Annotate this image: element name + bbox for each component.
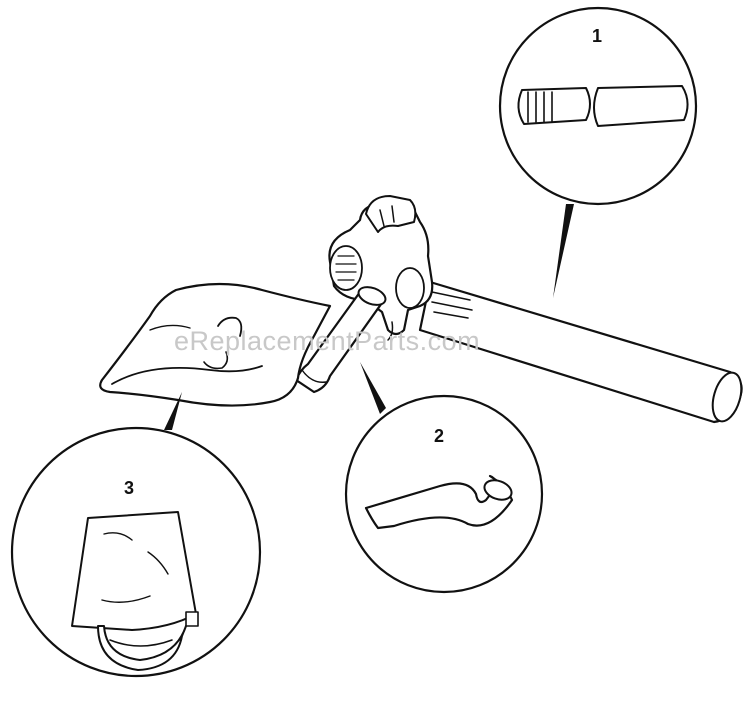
callout-number-2: 2 [434, 426, 444, 446]
collection-bag-part [71, 511, 199, 671]
callout-2: 2 [344, 362, 544, 594]
elbow-tube-part [364, 474, 514, 530]
callout-number-3: 3 [124, 478, 134, 498]
callout-1: 1 [498, 6, 698, 298]
tube-extension-part [517, 85, 689, 127]
watermark-text: eReplacementParts.com [174, 326, 480, 356]
elbow-tube [294, 286, 387, 394]
callout-number-1: 1 [592, 26, 602, 46]
blower-motor-housing [328, 195, 434, 341]
callout-3: 3 [10, 392, 262, 678]
blower-tube [418, 280, 743, 424]
collection-bag [99, 282, 332, 407]
